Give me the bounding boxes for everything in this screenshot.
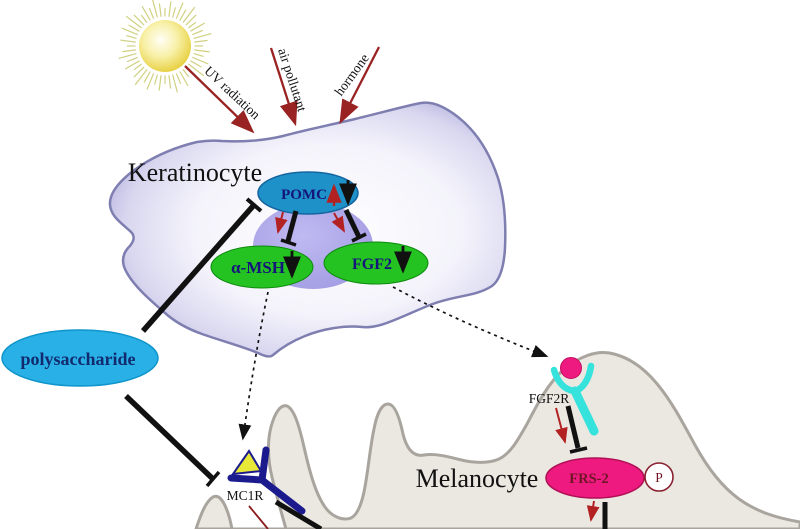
fgf2r-frs2-arrow: [555, 407, 568, 444]
mc1r-downstream-arrow: [248, 505, 269, 529]
pomc-to-amsh-inhibitor: [280, 210, 299, 247]
polysaccharide-ellipse: [1, 329, 159, 387]
mc1r-ligand-triangle: [230, 449, 263, 476]
fgf2r-label: FGF2R: [529, 391, 570, 406]
polysaccharide-pomc-inhibitor: [140, 197, 263, 333]
hormone-arrow: [339, 46, 381, 125]
pollutant-arrow: [269, 47, 298, 127]
frs2-label: FRS-2: [569, 471, 608, 487]
mc1r-downstream-inhibitor: [274, 499, 323, 529]
phosphate-label: P: [655, 470, 663, 485]
amsh-label: α-MSH: [231, 258, 285, 277]
keratinocyte-label: Keratinocyte: [128, 158, 262, 187]
phosphate-circle: [644, 462, 674, 492]
frs2-ellipse: [545, 457, 645, 499]
fgf2-fgf2r-dashed-arrow: [392, 286, 549, 358]
pomc-to-amsh-arrow: [275, 211, 288, 234]
frs2-downstream-arrow: [586, 500, 600, 522]
polysaccharide-label: polysaccharide: [21, 349, 136, 369]
mc1r-receptor-icon: [227, 446, 306, 515]
fgf2-label: FGF2: [352, 256, 392, 273]
pomc-label: POMC: [281, 187, 327, 203]
fgf2r-ligand-circle: [560, 357, 582, 379]
fgf2r-frs2-inhibitor: [565, 405, 588, 454]
sun-rays: [118, 0, 212, 93]
polysaccharide-mc1r-inhibitor: [124, 394, 221, 488]
uv-arrow: [184, 65, 255, 134]
sun-icon: [139, 20, 191, 72]
mc1r-label: MC1R: [227, 488, 264, 503]
amsh-mc1r-dashed-arrow: [238, 291, 269, 441]
pomc-to-fgf2-arrow: [331, 212, 345, 233]
pomc-to-fgf2-inhibitor: [343, 208, 367, 243]
melanocyte-label: Melanocyte: [416, 464, 539, 493]
fgf2r-receptor-icon: [550, 362, 599, 436]
